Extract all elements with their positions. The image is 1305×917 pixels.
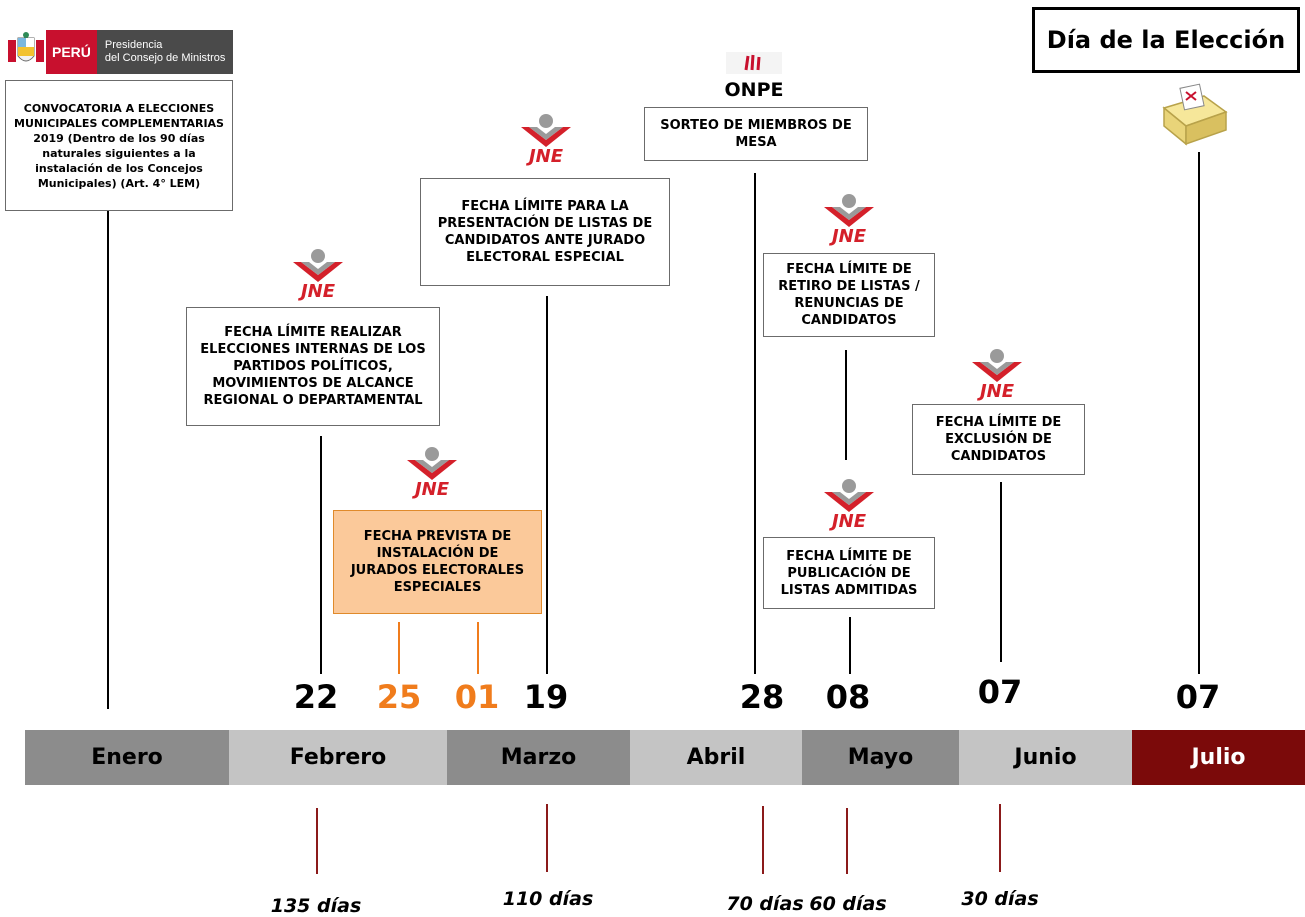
jne-logo: JNE (818, 193, 880, 247)
government-logo: PERÚ Presidencia del Consejo de Ministro… (6, 30, 234, 74)
connector-line (754, 173, 756, 674)
retiro-listas-box: FECHA LÍMITE DE RETIRO DE LISTAS / RENUN… (763, 253, 935, 337)
sorteo-miembros-box: SORTEO DE MIEMBROS DE MESA (644, 107, 868, 161)
connector-line (320, 436, 322, 674)
jne-label: JNE (831, 511, 867, 532)
days-remaining-label: 30 días (961, 888, 1039, 910)
jne-emblem-icon (824, 479, 874, 512)
connector-line (107, 211, 109, 709)
days-remaining-label: 135 días (270, 895, 362, 917)
days-remaining-label: 110 días (502, 888, 594, 910)
days-remaining-label: 60 días (809, 893, 887, 915)
instalacion-jurados-box: FECHA PREVISTA DE INSTALACIÓN DE JURADOS… (333, 510, 542, 614)
jne-label: JNE (979, 381, 1015, 402)
pcm-line-2: del Consejo de Ministros (104, 52, 226, 64)
jne-emblem-icon (293, 249, 343, 282)
elecciones-internas-box: FECHA LÍMITE REALIZAR ELECCIONES INTERNA… (186, 307, 440, 426)
date-label: 07 (1175, 678, 1221, 716)
jne-emblem-icon (972, 349, 1022, 382)
connector-line (845, 350, 847, 460)
month-bar-julio: Julio (1132, 730, 1305, 785)
days-marker-line (316, 808, 318, 874)
publicacion-listas-box: FECHA LÍMITE DE PUBLICACIÓN DE LISTAS AD… (763, 537, 935, 609)
jne-label: JNE (528, 146, 564, 167)
month-bar-febrero: Febrero (229, 730, 447, 785)
connector-line (849, 617, 851, 674)
days-marker-line (762, 806, 764, 874)
jne-label: JNE (831, 226, 867, 247)
month-bar-marzo: Marzo (447, 730, 630, 785)
jne-logo: JNE (401, 446, 463, 500)
days-marker-line (846, 808, 848, 874)
connector-line (1000, 482, 1002, 662)
jne-emblem-icon (824, 194, 874, 227)
jne-label: JNE (300, 281, 336, 302)
peru-label: PERÚ (46, 30, 97, 74)
jne-logo: JNE (515, 113, 577, 167)
month-bar-abril: Abril (630, 730, 802, 785)
presentacion-listas-box: FECHA LÍMITE PARA LA PRESENTACIÓN DE LIS… (420, 178, 670, 286)
pcm-line-1: Presidencia (104, 39, 163, 51)
onpe-label: ONPE (724, 79, 784, 101)
connector-line (1198, 152, 1200, 674)
month-bar-mayo: Mayo (802, 730, 959, 785)
jne-logo: JNE (818, 478, 880, 532)
pcm-label: Presidencia del Consejo de Ministros (96, 30, 234, 74)
connector-line (546, 296, 548, 674)
date-label: 07 (977, 673, 1023, 711)
month-bar-junio: Junio (959, 730, 1132, 785)
convocatoria-box: CONVOCATORIA A ELECCIONES MUNICIPALES CO… (5, 80, 233, 211)
date-label: 25 (376, 678, 422, 716)
jne-emblem-icon (407, 447, 457, 480)
election-day-title: Día de la Elección (1032, 7, 1300, 73)
jne-label: JNE (414, 479, 450, 500)
date-label: 19 (523, 678, 569, 716)
connector-line (398, 622, 400, 674)
ballot-box-icon (1158, 82, 1230, 146)
jne-logo: JNE (966, 348, 1028, 402)
peru-coat-of-arms-icon (6, 30, 46, 74)
onpe-hand-icon (726, 52, 782, 74)
month-bar-enero: Enero (25, 730, 229, 785)
days-marker-line (999, 804, 1001, 872)
onpe-logo: ONPE (718, 52, 790, 101)
days-marker-line (546, 804, 548, 872)
date-label: 22 (293, 678, 339, 716)
connector-line (477, 622, 479, 674)
jne-emblem-icon (521, 114, 571, 147)
date-label: 01 (454, 678, 500, 716)
date-label: 08 (825, 678, 871, 716)
jne-logo: JNE (287, 248, 349, 302)
days-remaining-label: 70 días (726, 893, 804, 915)
date-label: 28 (739, 678, 785, 716)
exclusion-candidatos-box: FECHA LÍMITE DE EXCLUSIÓN DE CANDIDATOS (912, 404, 1085, 475)
